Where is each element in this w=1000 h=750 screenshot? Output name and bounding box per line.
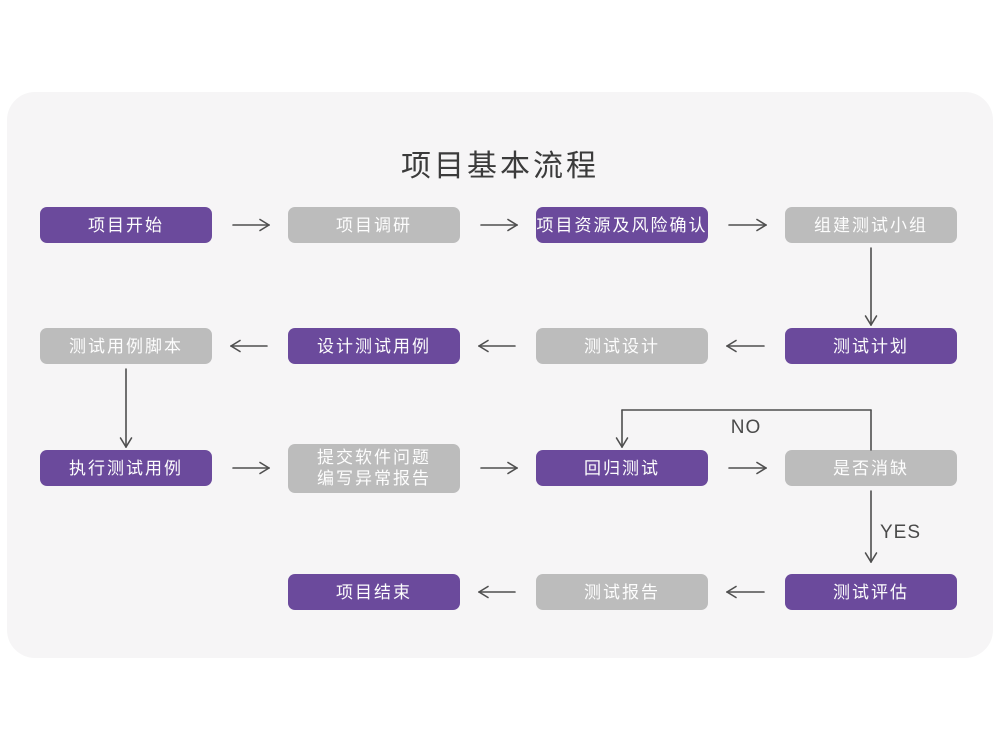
node-label: 测试评估 — [833, 582, 909, 602]
flow-node-regression-test: 回归测试 — [536, 450, 708, 486]
node-label: 设计测试用例 — [317, 336, 431, 356]
flow-node-resources-risk: 项目资源及风险确认 — [536, 207, 708, 243]
flow-node-project-start: 项目开始 — [40, 207, 212, 243]
flow-node-test-report: 测试报告 — [536, 574, 708, 610]
flow-node-test-design: 测试设计 — [536, 328, 708, 364]
node-label: 回归测试 — [584, 458, 660, 478]
node-label: 测试计划 — [833, 336, 909, 356]
flow-node-test-case-scripts: 测试用例脚本 — [40, 328, 212, 364]
node-label: 测试设计 — [584, 336, 660, 356]
flow-node-project-end: 项目结束 — [288, 574, 460, 610]
flow-node-execute-test-cases: 执行测试用例 — [40, 450, 212, 486]
node-label: 组建测试小组 — [814, 215, 928, 235]
node-label: 测试用例脚本 — [69, 336, 183, 356]
node-label: 执行测试用例 — [69, 458, 183, 478]
flow-node-project-research: 项目调研 — [288, 207, 460, 243]
node-label: 编写异常报告 — [317, 469, 431, 488]
flow-node-submit-issues: 提交软件问题编写异常报告 — [288, 443, 460, 493]
node-label: 项目开始 — [88, 215, 164, 235]
page-title: 项目基本流程 — [401, 150, 599, 183]
node-label: 项目资源及风险确认 — [536, 215, 708, 235]
node-label: 提交软件问题 — [317, 448, 431, 467]
flowchart-card — [7, 92, 993, 658]
flow-node-test-evaluation: 测试评估 — [785, 574, 957, 610]
flow-node-design-test-cases: 设计测试用例 — [288, 328, 460, 364]
node-label: 测试报告 — [584, 582, 660, 602]
flow-node-test-plan: 测试计划 — [785, 328, 957, 364]
flow-node-defect-cleared: 是否消缺 — [785, 450, 957, 486]
node-label: 项目结束 — [336, 582, 412, 602]
node-label: 项目调研 — [336, 215, 412, 235]
flow-node-build-test-team: 组建测试小组 — [785, 207, 957, 243]
node-label: 是否消缺 — [833, 458, 909, 478]
